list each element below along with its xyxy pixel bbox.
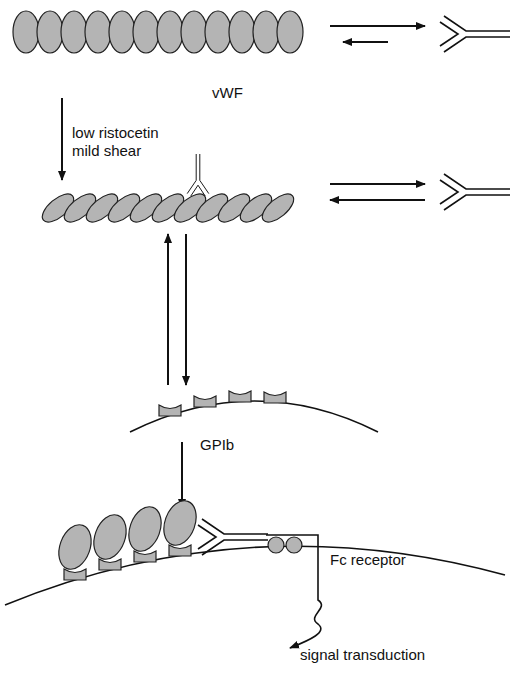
fc-receptor [266,535,321,648]
gpib-receptors [159,391,286,416]
vwf-stretched [38,189,299,227]
process-arrow [181,442,183,508]
condition-label: low ristocetin [72,124,159,142]
bound-antibody [198,519,268,555]
bound-antibody [187,154,209,196]
vwf-bound [53,496,202,573]
equilibrium-arrows [330,184,425,200]
molecule-label: vWF [212,84,243,102]
platelet-membrane [130,401,378,432]
process-label: signal transduction [300,646,425,664]
antibody [440,16,510,52]
antibody [440,174,510,210]
condition-label: mild shear [72,142,141,160]
binding-arrows [168,234,186,385]
process-arrow [61,98,63,180]
receptor-label: GPIb [200,436,234,454]
receptor-label: Fc receptor [330,551,406,569]
vwf-globular [13,11,303,53]
equilibrium-arrows [330,26,425,42]
